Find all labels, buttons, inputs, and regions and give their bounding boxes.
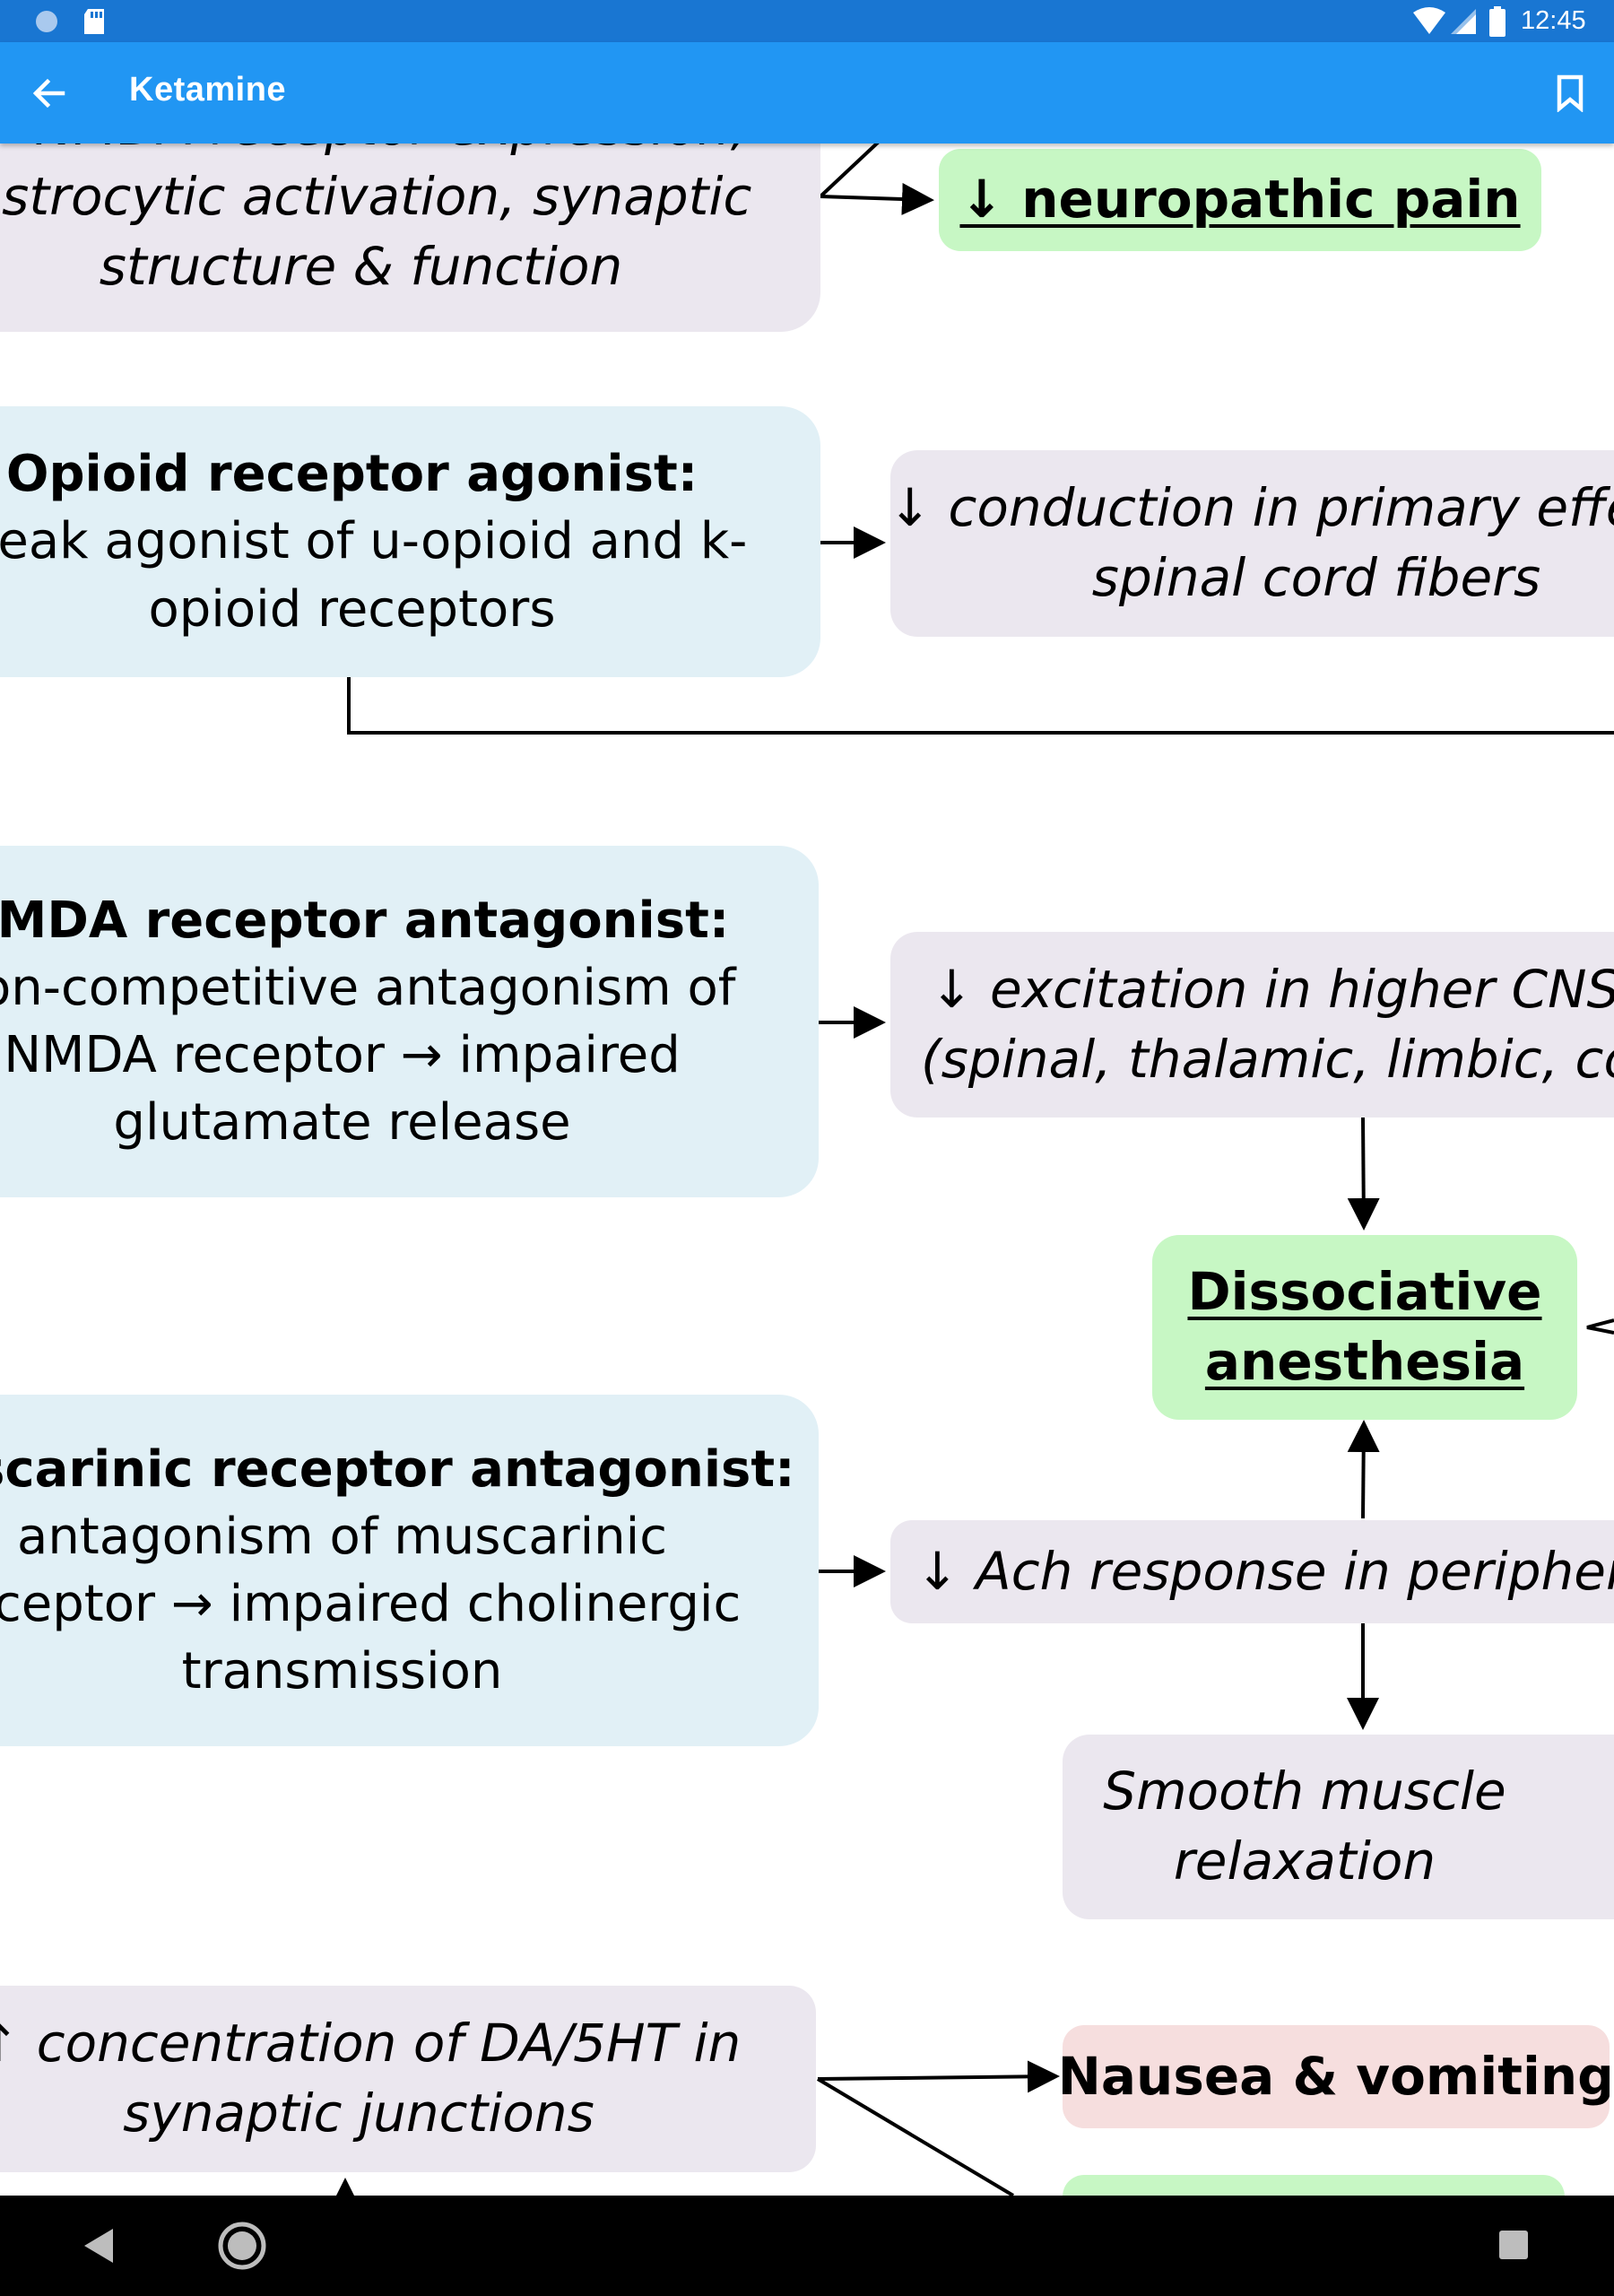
diagram-connectors <box>329 144 1614 2196</box>
square-recents-icon[interactable] <box>1497 2229 1530 2261</box>
muscarinic-title: Muscarinic receptor antagonist: <box>0 1439 795 1499</box>
neuropathic-text: ↓ neuropathic pain <box>959 169 1521 230</box>
opioid-title: Opioid receptor agonist: <box>5 445 699 504</box>
notification-dot-icon <box>36 11 57 32</box>
app-bar: Ketamine <box>0 42 1614 144</box>
arrow-right-to-dissociative <box>1586 1318 1614 1335</box>
box-neuropathic-pain: ↓ neuropathic pain <box>939 149 1541 251</box>
page-title: Ketamine <box>129 71 287 109</box>
arrow-ach-to-dissociative <box>1347 1420 1380 1519</box>
status-bar: 12:45 <box>0 0 1614 42</box>
box-muscarinic-antagonist: Muscarinic receptor antagonist: antagoni… <box>0 1395 819 1746</box>
navigation-bar <box>0 2196 1614 2296</box>
box-ach-response: ↓ Ach response in peripheral <box>890 1520 1614 1623</box>
box-opioid-agonist: Opioid receptor agonist: weak agonist of… <box>0 406 820 677</box>
opioid-line3: opioid receptors <box>148 579 556 639</box>
box-dissociative-anesthesia: Dissociative anesthesia <box>1152 1235 1577 1420</box>
excitation-line2: (spinal, thalamic, limbic, co <box>921 1028 1614 1090</box>
box-excitation: ↓ excitation in higher CNS (spinal, thal… <box>890 932 1614 1118</box>
diagram-viewport[interactable]: ↓ NMDA receptor expression, astrocytic a… <box>0 144 1614 2196</box>
connector-to-neuropathic <box>819 144 880 198</box>
arrow-to-neuropathic <box>820 182 934 215</box>
muscarinic-line4: transmission <box>181 1642 503 1701</box>
box-smooth-muscle: Smooth muscle relaxation <box>1063 1735 1614 1919</box>
muscarinic-line2: antagonism of muscarinic <box>17 1507 667 1566</box>
arrow-to-nausea <box>817 2060 1060 2093</box>
connector-dopamine-down <box>816 2077 1015 2196</box>
excitation-line1: ↓ excitation in higher CNS <box>930 958 1614 1020</box>
box-dopamine-concentration: ↑ concentration of DA/5HT in synaptic ju… <box>0 1986 816 2172</box>
smooth-line2: relaxation <box>1173 1831 1436 1892</box>
arrow-left-icon[interactable] <box>30 75 66 111</box>
opioid-line2: weak agonist of u-opioid and k- <box>0 512 748 571</box>
conduction-line1: ↓ conduction in primary efferent <box>890 477 1614 539</box>
box-astrocytic-activation: ↓ NMDA receptor expression, astrocytic a… <box>0 144 820 332</box>
nmda-line4: glutamate release <box>113 1093 571 1152</box>
bookmark-icon[interactable] <box>1555 74 1585 112</box>
astrocytic-line2: astrocytic activation, synaptic <box>0 166 752 228</box>
nmda-line3: NMDA receptor → impaired <box>4 1026 681 1084</box>
wifi-icon <box>1413 7 1445 34</box>
circle-home-icon[interactable] <box>217 2221 267 2271</box>
dopamine-line2: synaptic junctions <box>123 2083 594 2144</box>
battery-icon <box>1489 6 1506 37</box>
status-time: 12:45 <box>1521 6 1586 35</box>
conduction-line2: spinal cord fibers <box>1091 547 1541 608</box>
signal-icon <box>1451 9 1476 34</box>
smooth-line1: Smooth muscle <box>1103 1761 1506 1822</box>
triangle-back-icon[interactable] <box>81 2226 117 2266</box>
arrow-excitation-to-dissociative <box>1347 1117 1380 1231</box>
sd-card-icon <box>84 9 104 34</box>
ach-text: ↓ Ach response in peripheral <box>915 1540 1614 1602</box>
muscarinic-line3: receptor → impaired cholinergic <box>0 1575 742 1633</box>
box-nausea-vomiting: Nausea & vomiting <box>1063 2025 1610 2128</box>
nmda-title: NMDA receptor antagonist: <box>0 891 730 950</box>
astrocytic-line1: ↓ NMDA receptor expression, <box>0 144 747 162</box>
box-nmda-antagonist: NMDA receptor antagonist: non-competitiv… <box>0 846 819 1197</box>
connector-opioid-down <box>347 677 1614 735</box>
nmda-line2: non-competitive antagonism of <box>0 958 736 1017</box>
dissociative-line2: anesthesia <box>1204 1331 1525 1392</box>
dopamine-line1: ↑ concentration of DA/5HT in <box>0 2013 742 2074</box>
box-conduction: ↓ conduction in primary efferent spinal … <box>890 450 1614 637</box>
dissociative-line1: Dissociative <box>1187 1261 1542 1323</box>
box-partial-outcome <box>1063 2175 1565 2196</box>
nausea-text: Nausea & vomiting <box>1063 2045 1610 2107</box>
astrocytic-line3: structure & function <box>99 235 623 297</box>
